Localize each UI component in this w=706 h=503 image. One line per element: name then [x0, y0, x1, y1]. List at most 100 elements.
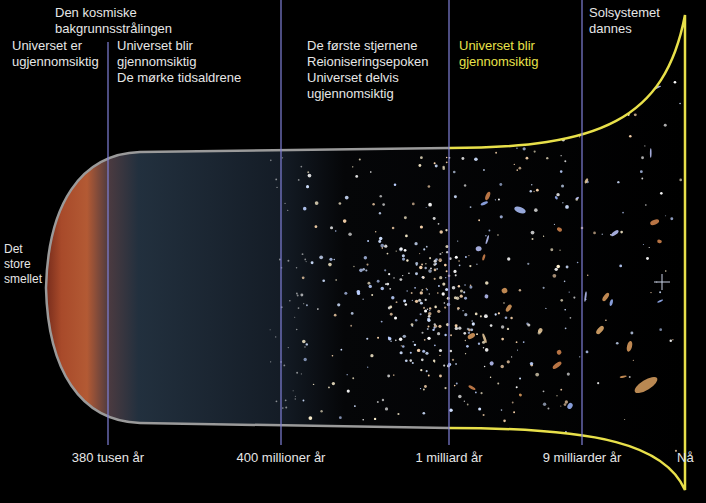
star: [446, 251, 448, 253]
star: [439, 375, 442, 378]
epoch-dividers: [108, 0, 582, 445]
star: [467, 404, 469, 406]
star: [366, 264, 368, 266]
galaxy: [655, 76, 658, 84]
star: [483, 347, 485, 349]
star: [511, 356, 512, 357]
star: [275, 336, 276, 337]
star: [282, 157, 283, 158]
star: [347, 374, 348, 375]
star: [455, 327, 458, 330]
star: [444, 302, 446, 304]
star: [391, 296, 394, 299]
star: [437, 292, 439, 294]
star: [369, 285, 372, 288]
star: [287, 260, 289, 262]
star: [433, 263, 436, 266]
galaxy: [610, 229, 619, 237]
epoch-divider: [581, 0, 582, 445]
star: [425, 299, 427, 301]
star: [339, 416, 342, 419]
star: [457, 307, 460, 310]
star: [495, 313, 497, 315]
star: [535, 373, 539, 377]
star: [495, 199, 496, 200]
star: [550, 248, 553, 251]
star: [433, 360, 435, 362]
star: [633, 360, 634, 361]
star: [478, 219, 480, 221]
star: [303, 303, 304, 304]
star: [402, 258, 405, 261]
star: [455, 324, 458, 327]
star: [404, 249, 407, 252]
star: [679, 179, 682, 182]
star: [532, 238, 534, 240]
star: [567, 373, 570, 376]
star: [429, 293, 430, 294]
star: [438, 258, 442, 262]
star: [670, 340, 672, 342]
star: [370, 354, 373, 357]
star: [412, 300, 413, 301]
star: [307, 171, 309, 173]
star: [424, 267, 426, 269]
star: [387, 375, 390, 378]
star: [510, 317, 512, 319]
galaxy: [513, 205, 526, 215]
epoch-heading: Solsystemet dannes: [589, 5, 674, 37]
star: [455, 256, 458, 259]
star: [513, 411, 515, 413]
star: [414, 344, 416, 346]
star: [560, 405, 561, 406]
star: [306, 261, 307, 262]
star: [304, 259, 306, 261]
star: [296, 329, 298, 331]
star: [345, 196, 349, 200]
star: [478, 342, 480, 344]
star: [576, 129, 578, 131]
star: [306, 304, 308, 306]
star: [505, 316, 508, 319]
star: [598, 103, 601, 106]
star: [408, 273, 409, 274]
star: [556, 265, 560, 269]
star: [348, 233, 352, 237]
epoch-heading: Den kosmiske bakgrunnsstrålingen: [55, 5, 177, 37]
star: [465, 256, 467, 258]
star: [367, 367, 368, 368]
star: [649, 247, 650, 248]
star: [315, 201, 319, 205]
star: [534, 208, 538, 212]
star: [485, 348, 489, 352]
epoch-divider: [448, 0, 449, 445]
galaxy: [489, 360, 495, 366]
star: [664, 124, 667, 127]
star: [300, 166, 302, 168]
star: [399, 278, 402, 281]
star: [555, 268, 558, 271]
star: [320, 410, 322, 412]
star: [377, 401, 379, 403]
star: [296, 372, 298, 374]
star: [397, 413, 399, 415]
galaxy: [475, 246, 482, 252]
star: [480, 392, 482, 394]
star: [420, 156, 423, 159]
star: [507, 257, 510, 260]
star: [503, 302, 505, 304]
galaxy: [556, 227, 563, 233]
star: [406, 290, 408, 292]
star: [322, 279, 325, 282]
star: [434, 306, 437, 309]
star: [433, 327, 435, 329]
star: [436, 268, 438, 270]
star: [427, 319, 430, 322]
star: [422, 276, 424, 278]
star: [378, 240, 381, 243]
star: [483, 414, 485, 416]
star: [423, 389, 425, 391]
star: [495, 152, 497, 154]
galaxy: [480, 201, 488, 207]
star: [475, 313, 478, 316]
